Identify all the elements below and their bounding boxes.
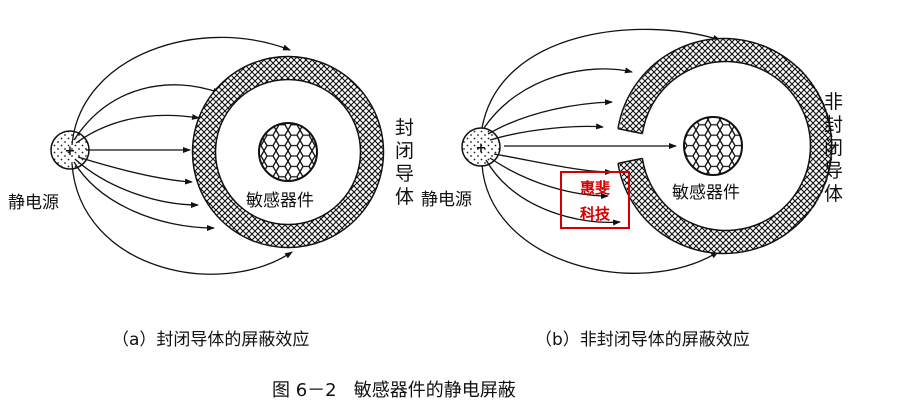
conductor-label-char: 体: [395, 186, 414, 208]
field-line: [75, 113, 200, 144]
conductor-label-char: 导: [824, 160, 843, 182]
open-conductor-label: 非 封 闭 导 体: [824, 91, 843, 205]
watermark-line2: 科技: [580, 205, 611, 223]
panel-a: + 静电源 敏感器件 封 闭 导 体 （a）封闭导体的屏蔽效应: [8, 36, 414, 350]
panel-a-field-lines: [71, 36, 293, 275]
field-line: [483, 67, 633, 129]
ring-gap-edge: [617, 157, 643, 165]
sensitive-device-label: 敏感器件: [246, 191, 314, 211]
field-line: [487, 99, 613, 135]
field-line: [75, 159, 199, 208]
ring-outer-edge: [191, 55, 385, 249]
field-line: [481, 28, 721, 129]
open-conductor-ring: [619, 38, 833, 254]
ring-gap-edge: [617, 127, 643, 135]
plus-sign: +: [65, 144, 76, 159]
field-line: [77, 156, 193, 185]
panel-b-field-lines: [481, 28, 721, 274]
conductor-label-char: 封: [824, 114, 843, 136]
panel-b: + 静电源 敏感器件 非 封 闭 导 体 （b）非封闭导体的屏蔽效应 惠斐 科技: [421, 28, 843, 350]
ring-inner-edge: [214, 78, 362, 226]
static-source-circle: [50, 130, 90, 170]
conductor-label-char: 闭: [824, 137, 843, 159]
closed-conductor-label: 封 闭 导 体: [395, 117, 414, 208]
static-source-label: 静电源: [8, 193, 59, 213]
sensitive-device-label: 敏感器件: [672, 183, 740, 203]
watermark-stamp: 惠斐 科技: [560, 171, 630, 229]
watermark-line1: 惠斐: [580, 179, 611, 197]
field-line: [481, 164, 719, 274]
panel-a-caption: （a）封闭导体的屏蔽效应: [112, 330, 309, 350]
field-line: [71, 163, 293, 275]
panel-b-caption: （b）非封闭导体的屏蔽效应: [535, 330, 750, 350]
watermark-border: [560, 171, 630, 229]
figure-caption: 图 6－2 敏感器件的静电屏蔽: [272, 380, 516, 401]
conductor-label-char: 封: [395, 117, 414, 139]
sensitive-device-core: [258, 122, 318, 182]
field-line: [73, 84, 221, 141]
conductor-label-char: 闭: [395, 140, 414, 162]
plus-sign: +: [476, 141, 487, 156]
field-line: [489, 123, 604, 141]
conductor-label-char: 非: [824, 91, 843, 113]
static-source-circle: [461, 127, 501, 167]
conductor-label-char: 导: [395, 163, 414, 185]
field-line: [493, 153, 613, 175]
field-line: [71, 36, 291, 146]
conductor-label-char: 体: [824, 183, 843, 205]
closed-conductor-ring: [192, 56, 384, 248]
ring-outer-edge: [617, 37, 833, 255]
sensitive-device-core: [683, 116, 743, 176]
static-source-label: 静电源: [421, 190, 472, 210]
field-line: [485, 159, 621, 226]
ring-inner-edge: [641, 60, 812, 232]
field-line: [489, 157, 609, 199]
field-line: [73, 161, 215, 231]
